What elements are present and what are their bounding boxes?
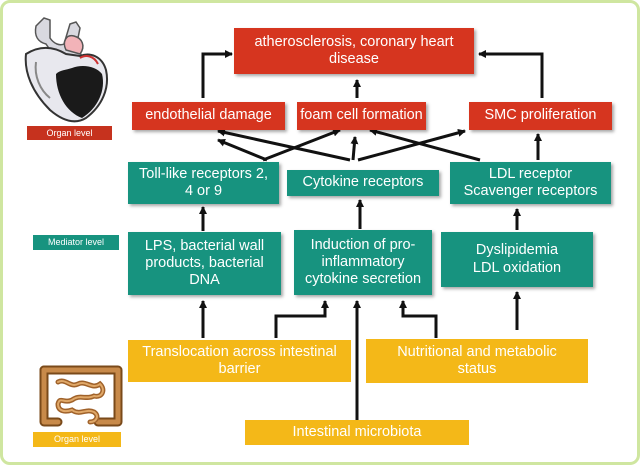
box-dyslipidemia: Dyslipidemia LDL oxidation (441, 232, 593, 287)
box-induction: Induction of pro-inflammatory cytokine s… (294, 230, 432, 295)
label-organ-level-bottom: Organ level (33, 432, 121, 447)
heart-icon (24, 17, 108, 123)
box-foam-cell-formation: foam cell formation (297, 102, 426, 130)
box-atherosclerosis: atherosclerosis, coronary heart disease (234, 28, 474, 74)
box-ldl-receptor: LDL receptor Scavenger receptors (450, 162, 611, 204)
box-cytokine-receptors: Cytokine receptors (287, 170, 439, 196)
box-smc-proliferation: SMC proliferation (469, 102, 612, 130)
box-toll-like-receptors: Toll-like receptors 2, 4 or 9 (128, 162, 279, 204)
label-organ-level-top: Organ level (27, 126, 112, 140)
box-translocation: Translocation across intestinal barrier (128, 340, 351, 382)
box-lps: LPS, bacterial wall products, bacterial … (128, 232, 281, 295)
label-mediator-level: Mediator level (33, 235, 119, 250)
box-intestinal-microbiota: Intestinal microbiota (245, 420, 469, 445)
box-endothelial-damage: endothelial damage (132, 102, 285, 130)
intestine-icon (39, 365, 123, 427)
box-nutritional-status: Nutritional and metabolic status (366, 339, 588, 383)
